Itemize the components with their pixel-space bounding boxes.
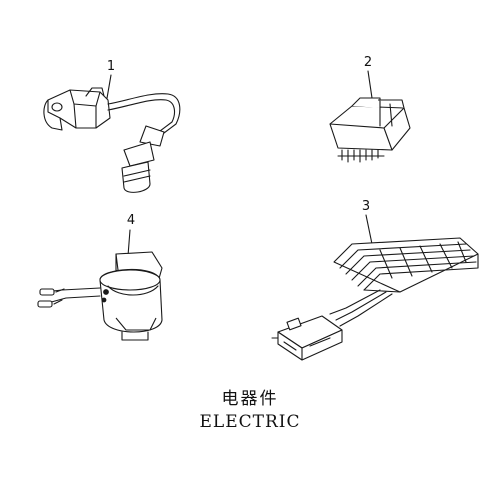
part-number-4: 4 bbox=[126, 213, 136, 228]
leader-line-2 bbox=[367, 70, 373, 99]
part-number-2: 2 bbox=[363, 55, 373, 70]
cdi-unit-icon bbox=[37, 229, 163, 341]
caption-chinese: 电器件 bbox=[221, 389, 279, 409]
relay-icon bbox=[329, 70, 411, 163]
regulator-rectifier-icon bbox=[271, 214, 479, 361]
leader-line-3 bbox=[365, 214, 373, 245]
ignition-coil-icon bbox=[43, 74, 181, 193]
caption-english: ELECTRIC bbox=[199, 412, 301, 432]
leader-line-4 bbox=[127, 229, 131, 257]
part-number-1: 1 bbox=[106, 59, 116, 74]
part-number-3: 3 bbox=[361, 199, 371, 214]
